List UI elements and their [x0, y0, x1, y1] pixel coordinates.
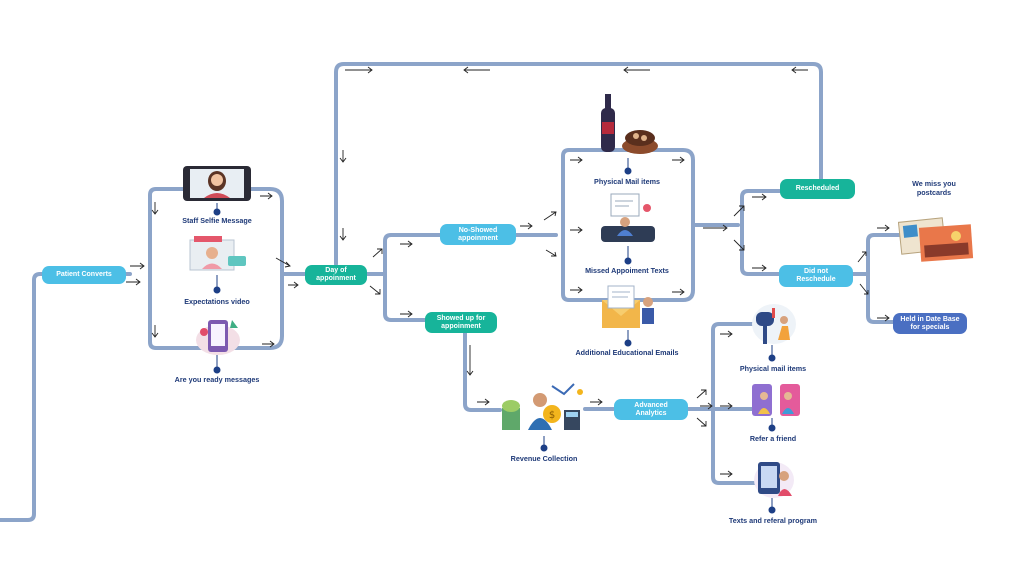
held-in-database-node[interactable]: Held in Date Base for specials [893, 313, 967, 334]
patient-converts-node[interactable]: Patient Converts [42, 266, 126, 284]
texts-referral-icon [754, 462, 794, 498]
missed-text-icon [601, 193, 655, 242]
email-icon [602, 285, 654, 328]
revenue-icon: $ [502, 383, 583, 430]
expectations-video-label: Expectations video [184, 297, 250, 306]
we-miss-you-label: We miss you postcards [912, 179, 956, 197]
ready-message-icon [196, 320, 240, 355]
wine-mail-icon [601, 94, 658, 154]
advanced-analytics-node[interactable]: Advanced Analytics [614, 399, 688, 420]
mailbox-icon [752, 304, 796, 344]
staff-selfie-label: Staff Selfie Message [182, 216, 252, 225]
missed-texts-label: Missed Appoiment Texts [585, 266, 669, 275]
refer-friend-label: Refer a friend [749, 434, 797, 443]
ready-messages-label: Are you ready messages [174, 375, 260, 384]
showed-up-node[interactable]: Showed up for appoinment [425, 312, 497, 333]
rescheduled-node[interactable]: Rescheduled [780, 179, 855, 199]
video-person-icon [189, 236, 246, 271]
no-showed-node[interactable]: No-Showed appoinment [440, 224, 516, 245]
did-not-reschedule-node[interactable]: Did not Reschedule [779, 265, 853, 287]
physical-mail-items-top-label: Physical Mail items [594, 177, 660, 186]
svg-text:$: $ [549, 410, 555, 421]
phone-selfie-icon [183, 166, 251, 201]
postcard-icon [898, 217, 974, 262]
day-of-appointment-node[interactable]: Day of appoinment [305, 265, 367, 285]
texts-referral-label: Texts and referal program [728, 516, 818, 525]
physical-mail-items-bottom-label: Physical mail items [739, 364, 807, 373]
refer-friend-icon [752, 384, 800, 416]
educational-emails-label: Additional Educational Emails [575, 348, 679, 357]
revenue-collection-label: Revenue Collection [510, 454, 578, 463]
